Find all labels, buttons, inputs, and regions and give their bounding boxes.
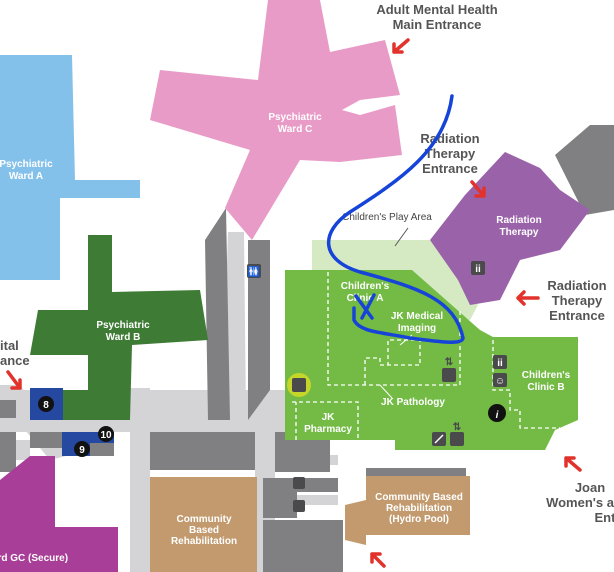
svg-text:☺: ☺	[495, 376, 505, 387]
interior-dividers	[292, 272, 560, 440]
baby-change-icon: ☺	[493, 373, 507, 387]
toilets-icon: ii	[493, 355, 507, 369]
entrance-arrows	[6, 38, 582, 568]
lift-icon: ⇅	[442, 357, 456, 382]
ward-gc-building[interactable]	[0, 456, 118, 572]
svg-text:i: i	[496, 410, 499, 421]
svg-text:10: 10	[100, 430, 112, 441]
svg-text:⇅: ⇅	[445, 357, 454, 368]
destination-x-mark	[354, 293, 376, 320]
toilets-icon: 🚻	[247, 264, 261, 278]
hydro-pool-building[interactable]	[345, 476, 470, 545]
svg-text:ii: ii	[475, 264, 481, 275]
svg-text:🚻: 🚻	[248, 265, 260, 278]
jk-main-building[interactable]	[285, 270, 578, 450]
svg-text:ii: ii	[497, 358, 503, 369]
toilet-icon	[293, 477, 305, 512]
ward-gc-label: ard GC (Secure)	[0, 553, 68, 564]
svg-text:8: 8	[43, 400, 49, 411]
lift-icon: ⇅	[450, 422, 464, 446]
pharmacy-highlight-icon[interactable]	[287, 373, 311, 397]
marker-8[interactable]: 8	[38, 396, 54, 412]
toilets-icon: ii	[471, 261, 485, 275]
svg-text:⇅: ⇅	[453, 422, 462, 433]
hand-drawn-route	[326, 94, 465, 344]
stairs-icon	[432, 432, 446, 446]
information-icon[interactable]: i	[488, 404, 506, 422]
marker-10[interactable]: 10	[98, 426, 114, 442]
psych-ward-c-building[interactable]	[150, 0, 402, 240]
marker-9[interactable]: 9	[74, 441, 90, 457]
service-buildings	[0, 125, 614, 572]
jk-pathology-label: JK Pathology	[381, 397, 445, 408]
radiation-therapy-building[interactable]	[430, 152, 590, 305]
psych-ward-b-building[interactable]	[30, 235, 208, 420]
psych-ward-a-building[interactable]	[0, 55, 140, 280]
community-rehab-building[interactable]	[150, 477, 257, 572]
play-area-label: Children's Play Area	[342, 212, 432, 223]
svg-text:9: 9	[79, 445, 85, 456]
